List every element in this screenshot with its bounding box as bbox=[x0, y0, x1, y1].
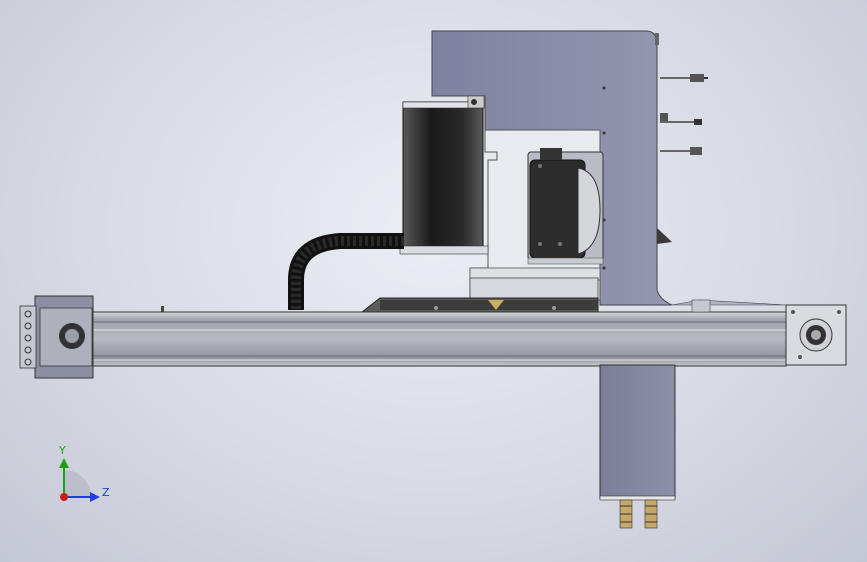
y-axis-label: Y bbox=[58, 444, 66, 457]
coordinate-triad: Y Z bbox=[58, 444, 110, 502]
gripper-unit[interactable] bbox=[527, 148, 604, 265]
carriage[interactable] bbox=[360, 277, 599, 313]
x-axis-dot bbox=[60, 493, 68, 501]
vertical-column[interactable] bbox=[599, 364, 676, 501]
y-axis-arrowhead bbox=[59, 458, 69, 468]
rail-right-end-cap[interactable] bbox=[671, 299, 847, 366]
pneumatic-fittings bbox=[619, 499, 658, 529]
cable-connectors bbox=[602, 74, 708, 270]
linear-rail[interactable] bbox=[89, 306, 787, 367]
cable-chain bbox=[288, 233, 404, 310]
rail-left-end-cap[interactable] bbox=[19, 295, 94, 379]
z-axis-arrowhead bbox=[90, 492, 100, 502]
servo-motor[interactable] bbox=[399, 95, 489, 255]
z-axis-label: Z bbox=[102, 486, 110, 499]
